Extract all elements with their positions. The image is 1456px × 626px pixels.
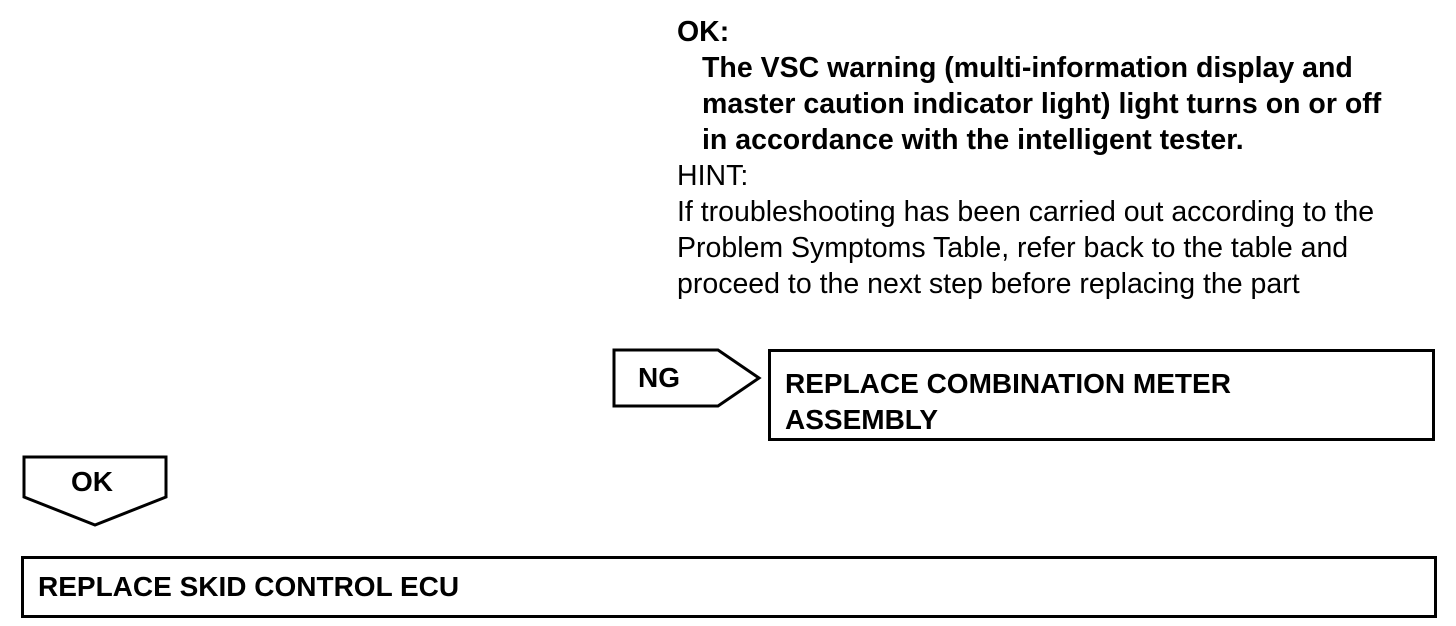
hint-line: Problem Symptoms Table, refer back to th… [677,232,1349,264]
hint-text: If troubleshooting has been carried out … [677,194,1447,302]
ng-action-line: REPLACE COMBINATION METER [785,368,1231,399]
hint-line: If troubleshooting has been carried out … [677,196,1375,228]
ok-criteria-text: The VSC warning (multi-information displ… [677,50,1447,158]
ok-arrow-icon [22,455,168,527]
hint-line: proceed to the next step before replacin… [677,268,1300,300]
ng-arrow-icon [612,348,762,408]
ok-criteria-line: master caution indicator light) light tu… [702,88,1382,120]
hint-label: HINT: [677,160,749,192]
ok-criteria-line: in accordance with the intelligent teste… [702,124,1244,156]
ok-criteria-line: The VSC warning (multi-information displ… [702,52,1353,84]
ok-action-box: REPLACE SKID CONTROL ECU [21,556,1437,618]
ok-arrow-label: OK [71,466,113,497]
ok-action-text: REPLACE SKID CONTROL ECU [38,571,460,602]
specification-block: OK: The VSC warning (multi-information d… [677,14,1447,302]
ok-criteria-label: OK: [677,16,730,48]
ng-action-line: ASSEMBLY [785,404,939,435]
ng-action-box: REPLACE COMBINATION METER ASSEMBLY [768,349,1435,441]
ng-arrow-label: NG [638,362,680,393]
